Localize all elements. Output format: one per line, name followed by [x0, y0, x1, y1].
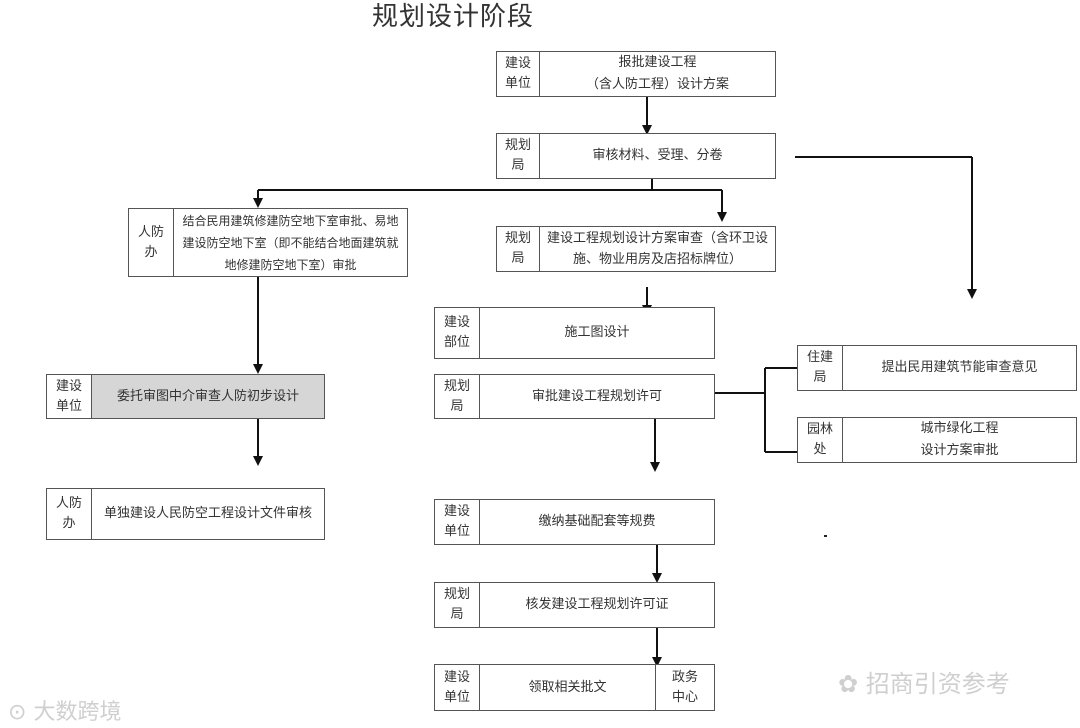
wechat-icon: ✿ — [838, 670, 859, 698]
box-review-materials: 规划局 审核材料、受理、分卷 — [496, 133, 776, 179]
page-title: 规划设计阶段 — [372, 2, 535, 32]
box-planning-design-review: 规划局 建设工程规划设计方案审查（含环卫设施、物业用房及店招标牌位） — [496, 226, 776, 272]
box-civil-defense-design-review: 人防办 单独建设人民防空工程设计文件审核 — [46, 488, 325, 540]
box-label: 人防办 — [47, 489, 92, 539]
box-text: 领取相关批文 — [528, 679, 607, 695]
box-text: 城市绿化工程 设计方案审批 — [920, 421, 999, 458]
box-collect-approvals: 建设单位 领取相关批文 政务中心 — [434, 664, 715, 711]
box-label: 规划局 — [497, 227, 540, 271]
box-label: 建设单位 — [47, 375, 92, 418]
box-text: 提出民用建筑节能审查意见 — [881, 360, 1038, 375]
box-label: 规划局 — [435, 583, 480, 627]
box-label: 人防办 — [129, 209, 174, 276]
box-greening-approval: 园林处 城市绿化工程 设计方案审批 — [797, 417, 1077, 463]
box-text: 施工图设计 — [564, 325, 630, 340]
box-label: 建设单位 — [435, 500, 480, 544]
box-label: 建设部位 — [435, 308, 480, 358]
box-text: 缴纳基础配套等规费 — [538, 514, 656, 529]
box-label: 住建局 — [798, 346, 843, 390]
box-label: 建设单位 — [435, 665, 480, 710]
stray-mark — [824, 535, 827, 537]
box-planning-permit-approval: 规划局 审批建设工程规划许可 — [434, 374, 715, 419]
box-submit-design-plan: 建设单位 报批建设工程 （含人防工程）设计方案 — [496, 51, 776, 97]
box-text: 委托审图中介审查人防初步设计 — [92, 375, 324, 418]
box-text: 结合民用建筑修建防空地下室审批、易地建设防空地下室（即不能结合地面建筑就地修建防… — [182, 213, 399, 272]
box-issue-planning-permit: 规划局 核发建设工程规划许可证 — [434, 582, 715, 628]
watermark-left: ⊙ 大数跨境 — [8, 700, 122, 725]
watermark-logo-icon: ⊙ — [8, 700, 27, 725]
watermark-right: ✿ 招商引资参考 — [838, 670, 1010, 698]
box-side-label: 政务中心 — [655, 665, 714, 710]
box-construction-drawing-design: 建设部位 施工图设计 — [434, 307, 715, 359]
box-text: 审批建设工程规划许可 — [531, 388, 662, 404]
box-entrust-review-agency: 建设单位 委托审图中介审查人防初步设计 — [46, 374, 325, 419]
box-label: 规划局 — [435, 375, 480, 418]
box-pay-fees: 建设单位 缴纳基础配套等规费 — [434, 499, 715, 545]
box-label: 园林处 — [798, 418, 843, 462]
box-label: 建设单位 — [497, 52, 540, 96]
box-civil-defense-approval: 人防办 结合民用建筑修建防空地下室审批、易地建设防空地下室（即不能结合地面建筑就… — [128, 208, 408, 277]
box-energy-saving-opinion: 住建局 提出民用建筑节能审查意见 — [797, 345, 1077, 391]
box-label: 规划局 — [497, 134, 540, 178]
box-text: 核发建设工程规划许可证 — [525, 597, 669, 612]
box-text: 单独建设人民防空工程设计文件审核 — [103, 506, 312, 521]
box-text: 审核材料、受理、分卷 — [592, 148, 723, 163]
box-text: 建设工程规划设计方案审查（含环卫设施、物业用房及店招标牌位） — [546, 231, 768, 267]
box-text: 报批建设工程 （含人防工程）设计方案 — [585, 55, 729, 92]
